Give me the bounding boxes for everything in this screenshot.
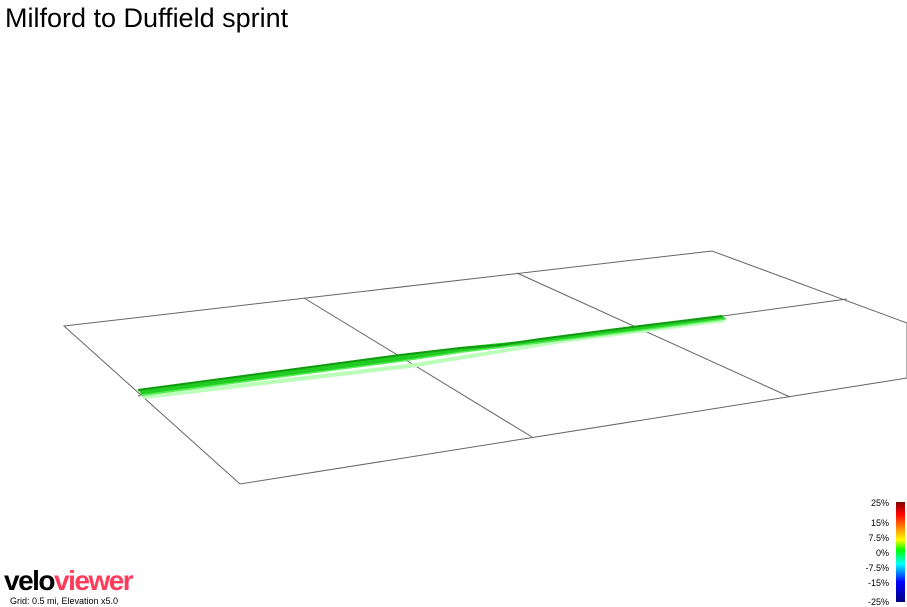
veloviewer-logo[interactable]: veloviewer <box>4 565 134 596</box>
grid-line <box>516 272 791 398</box>
grid-scale-note: Grid: 0.5 mi, Elevation x5.0 <box>10 596 119 606</box>
grid-outline <box>62 250 907 485</box>
gradient-label: -15% <box>867 578 889 588</box>
route-top-edge <box>137 315 723 391</box>
gradient-scale-bar <box>896 502 905 602</box>
grid-line <box>303 297 533 438</box>
gradient-label: -25% <box>867 597 889 607</box>
gradient-label: -7.5% <box>865 563 889 573</box>
ground-grid <box>62 250 907 485</box>
route-track <box>137 315 727 399</box>
gradient-label: 7.5% <box>868 533 889 543</box>
gradient-label: 25% <box>870 498 889 508</box>
gradient-label: 15% <box>870 518 889 528</box>
logo-text-viewer: viewer <box>54 565 134 596</box>
route-bottom-edge <box>141 318 727 396</box>
logo-text-velo: velo <box>4 565 56 596</box>
gradient-label: 0% <box>875 548 889 558</box>
route-shadow <box>140 320 726 399</box>
page-title: Milford to Duffield sprint <box>5 3 289 33</box>
